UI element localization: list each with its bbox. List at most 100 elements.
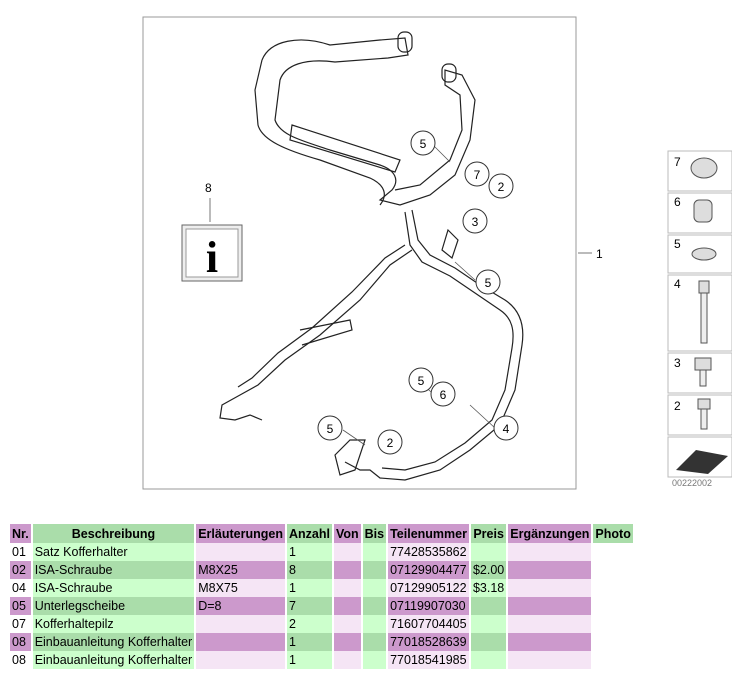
washer-arrow-icon: [667, 436, 732, 478]
part-supplement: [508, 615, 592, 633]
part-description: Unterlegscheibe: [32, 597, 195, 615]
svg-text:i: i: [206, 233, 218, 282]
svg-text:7: 7: [674, 155, 681, 169]
part-price: [470, 615, 507, 633]
part-notes: [196, 633, 285, 651]
callout-1[interactable]: 1: [596, 247, 603, 261]
part-nr: 02: [10, 561, 31, 579]
col-header-bis: Bis: [362, 524, 387, 543]
part-quantity: 1: [286, 651, 332, 669]
parts-sidebar: 7 6 5 4 3 2: [667, 150, 732, 478]
table-header-row: Nr. Beschreibung Erläuterungen Anzahl Vo…: [10, 524, 633, 543]
callout-2-top[interactable]: 2: [488, 173, 514, 199]
part-price: [470, 633, 507, 651]
part-supplement: [508, 633, 592, 651]
col-header-nr: Nr.: [10, 524, 31, 543]
part-nr: 01: [10, 543, 31, 561]
callout-5-low[interactable]: 5: [408, 367, 434, 393]
part-number: 77018541985: [388, 651, 469, 669]
part-to: [362, 651, 387, 669]
part-nr: 08: [10, 651, 31, 669]
part-quantity: 7: [286, 597, 332, 615]
part-notes: M8X25: [196, 561, 285, 579]
part-nr: 04: [10, 579, 31, 597]
sidebar-part-2[interactable]: 2: [667, 394, 732, 436]
part-description: Einbauanleitung Kofferhalter: [32, 633, 195, 651]
callout-2-bottom[interactable]: 2: [377, 429, 403, 455]
svg-text:5: 5: [674, 237, 681, 251]
svg-text:5: 5: [418, 374, 425, 388]
part-from: [333, 615, 361, 633]
upper-case-carrier: [254, 31, 476, 206]
callout-7[interactable]: 7: [464, 161, 490, 187]
svg-text:6: 6: [674, 195, 681, 209]
sidebar-part-4[interactable]: 4: [667, 274, 732, 352]
part-supplement: [508, 579, 592, 597]
sidebar-part-3[interactable]: 3: [667, 352, 732, 394]
sidebar-part-7[interactable]: 7: [667, 150, 732, 192]
part-quantity: 2: [286, 615, 332, 633]
part-number: 77428535862: [388, 543, 469, 561]
part-number: 07129905122: [388, 579, 469, 597]
svg-text:2: 2: [498, 180, 505, 194]
part-description: Einbauanleitung Kofferhalter: [32, 651, 195, 669]
part-description: ISA-Schraube: [32, 579, 195, 597]
part-from: [333, 633, 361, 651]
part-price: $3.18: [470, 579, 507, 597]
part-from: [333, 561, 361, 579]
svg-text:6: 6: [440, 388, 447, 402]
col-header-teilenummer: Teilenummer: [388, 524, 469, 543]
part-description: ISA-Schraube: [32, 561, 195, 579]
part-nr: 08: [10, 633, 31, 651]
part-price: [470, 597, 507, 615]
part-quantity: 8: [286, 561, 332, 579]
part-quantity: 1: [286, 579, 332, 597]
callout-4[interactable]: 4: [493, 415, 519, 441]
svg-text:3: 3: [674, 356, 681, 370]
callout-5-bottom[interactable]: 5: [317, 415, 343, 441]
part-notes: D=8: [196, 597, 285, 615]
part-nr: 05: [10, 597, 31, 615]
callout-8[interactable]: 8: [205, 181, 212, 195]
svg-text:4: 4: [674, 277, 681, 291]
part-number: 07119907030: [388, 597, 469, 615]
callout-6[interactable]: 6: [430, 381, 456, 407]
part-to: [362, 579, 387, 597]
part-from: [333, 597, 361, 615]
part-to: [362, 561, 387, 579]
callout-3[interactable]: 3: [462, 208, 488, 234]
callout-5-top[interactable]: 5: [410, 130, 436, 156]
part-notes: [196, 543, 285, 561]
sidebar-part-6[interactable]: 6: [667, 192, 732, 234]
col-header-ergaenzungen: Ergänzungen: [508, 524, 592, 543]
info-icon[interactable]: i: [181, 224, 243, 282]
diagram-code: 00222002: [672, 478, 713, 488]
leader-lines: [209, 144, 592, 446]
callout-5-mid[interactable]: 5: [475, 269, 501, 295]
part-to: [362, 615, 387, 633]
svg-text:2: 2: [674, 399, 681, 413]
parts-table: Nr. Beschreibung Erläuterungen Anzahl Vo…: [8, 524, 635, 669]
part-nr: 07: [10, 615, 31, 633]
col-header-anzahl: Anzahl: [286, 524, 332, 543]
part-description: Satz Kofferhalter: [32, 543, 195, 561]
part-supplement: [508, 651, 592, 669]
parts-diagram: 5 7 2 3 5 5 6 4 5 2 1 8 i 7 6 5 4: [142, 16, 732, 490]
part-notes: [196, 615, 285, 633]
part-number: 71607704405: [388, 615, 469, 633]
sidebar-part-5[interactable]: 5: [667, 234, 732, 274]
part-to: [362, 543, 387, 561]
svg-text:5: 5: [420, 137, 427, 151]
svg-text:5: 5: [327, 422, 334, 436]
svg-text:3: 3: [472, 215, 479, 229]
part-supplement: [508, 543, 592, 561]
svg-text:7: 7: [474, 168, 481, 182]
